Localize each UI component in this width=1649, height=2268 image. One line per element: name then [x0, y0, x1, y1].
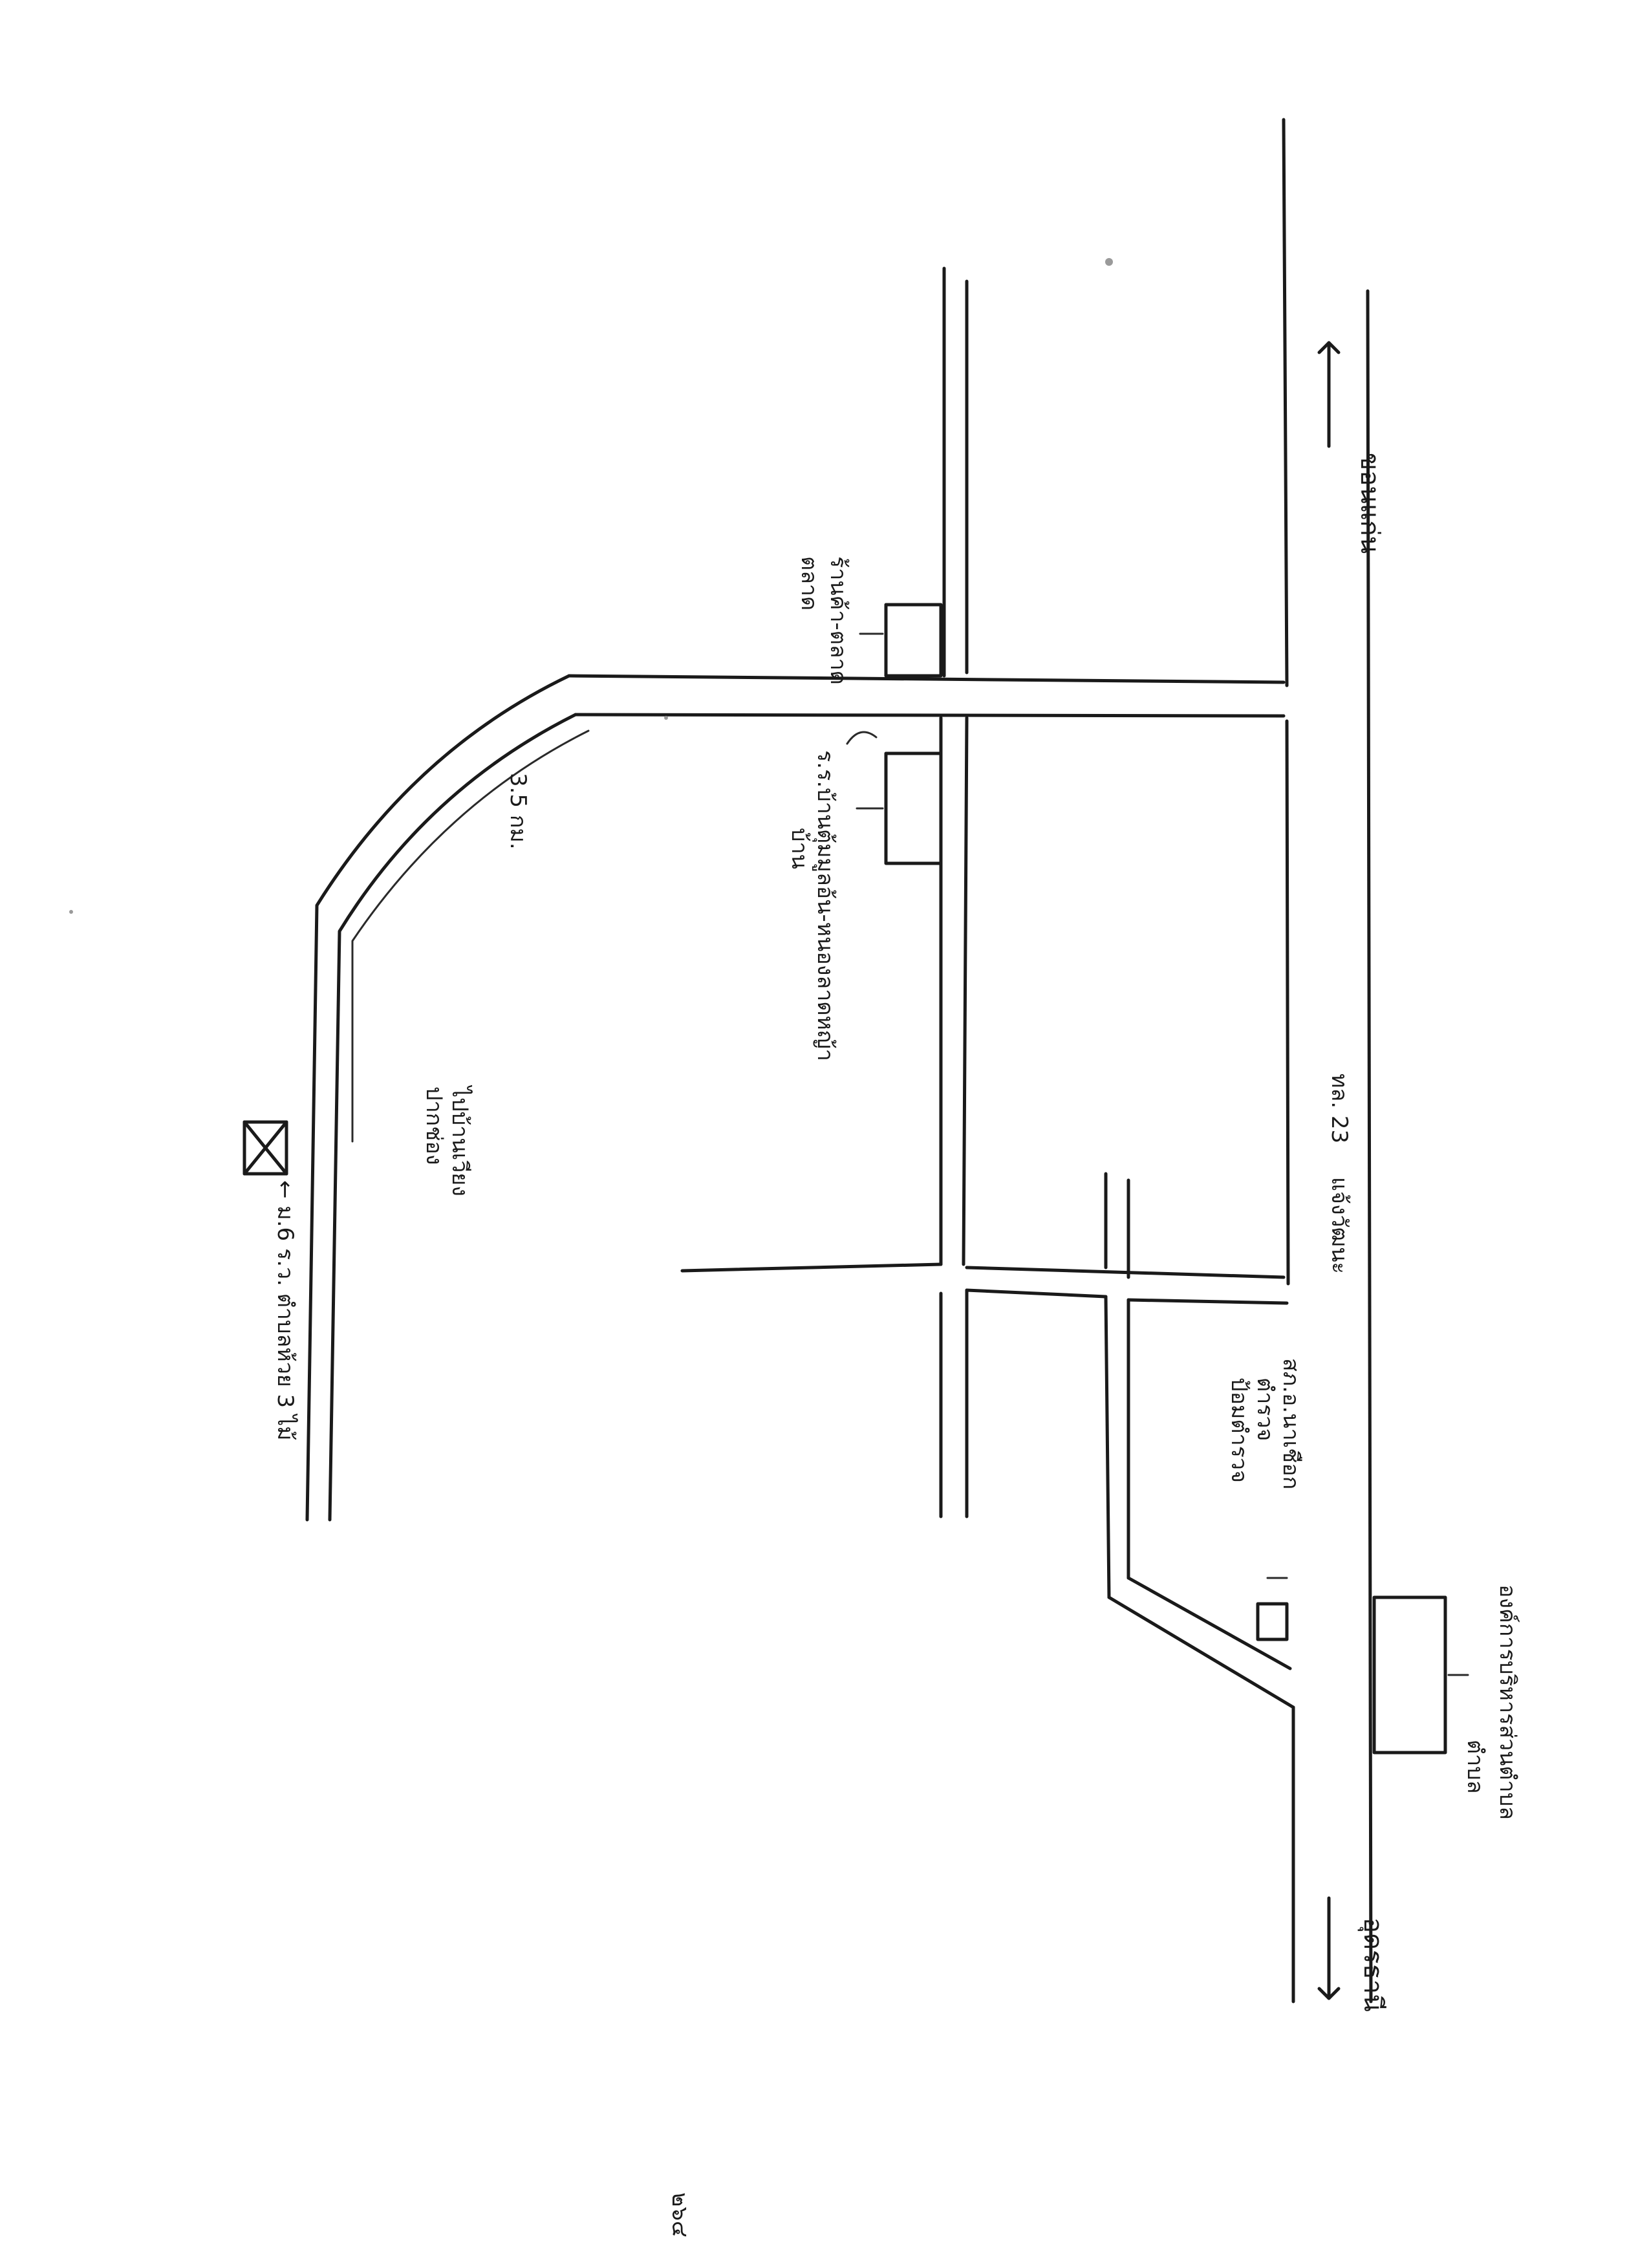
label-market-top: ร้านค้า-ตลาด	[825, 556, 851, 685]
school-building	[884, 751, 943, 865]
speck	[69, 910, 73, 914]
label-distance: 3.5 กม.	[505, 773, 531, 850]
police-building	[1256, 1602, 1289, 1641]
label-office-top: องค์การบริหารส่วนตำบล	[1494, 1584, 1520, 1820]
middle-vertical-road	[939, 266, 969, 1518]
target-box-icon	[242, 1120, 288, 1176]
market-building	[884, 603, 943, 678]
label-village-bottom: ปากช่อง	[421, 1086, 447, 1165]
upper-cross-road	[567, 674, 1286, 718]
highway-23	[1282, 118, 1373, 2003]
lower-cross-road	[680, 1262, 1289, 1305]
label-school-top: ร.ร.บ้านตุ้มมูลอ้น-หนองลาดหญ้า	[812, 750, 838, 1061]
speck	[664, 716, 668, 720]
speck	[1105, 258, 1113, 266]
label-market-bottom: ตลาด	[796, 556, 822, 610]
label-office-bottom: ตำบล	[1462, 1740, 1488, 1794]
page-number: ๒๖๔	[667, 2192, 693, 2238]
connector-road	[1104, 1172, 1295, 1709]
office-building	[1372, 1595, 1447, 1755]
label-khon-kaen: ขอนแก่น	[1355, 453, 1385, 554]
arrow-right-icon	[1317, 1896, 1341, 2000]
label-road-23-bottom: แจ้งวัฒนะ	[1326, 1177, 1352, 1274]
curved-road	[305, 674, 590, 1522]
label-udon-thani: อุดรธานี	[1357, 1917, 1388, 2012]
label-village-top: ไปบ้านเวียง	[447, 1085, 473, 1196]
label-police-top: สภ.อ.นาเชือก	[1278, 1358, 1304, 1489]
arrow-left-icon	[1317, 341, 1341, 448]
label-police-mid: ตำรวจ	[1252, 1377, 1278, 1441]
label-target: ← ม.6 ร.ว. ตำบลห้วย 3 ไม้	[272, 1180, 298, 1441]
pointer-lines	[846, 632, 1469, 1676]
label-road-23-top: ทล. 23	[1326, 1074, 1352, 1143]
label-school-bottom: บ้าน	[786, 828, 812, 869]
label-police-bottom: ป้อมตำรวจ	[1226, 1377, 1252, 1483]
